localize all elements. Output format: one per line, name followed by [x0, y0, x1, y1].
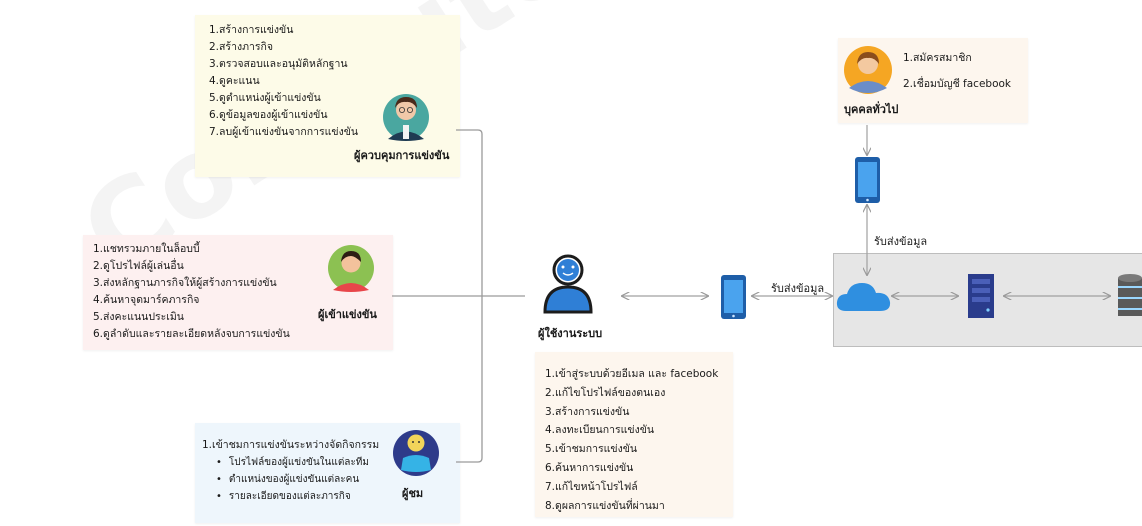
- controller-task: 3.ตรวจสอบและอนุมัติหลักฐาน: [209, 58, 348, 70]
- flow-label-public: รับส่งข้อมูล: [874, 235, 928, 248]
- system-user-task: 6.ค้นหาการแข่งขัน: [545, 461, 634, 474]
- public-task-list: 1.สมัครสมาชิก 2.เชื่อมบัญชี facebook: [903, 45, 1011, 97]
- viewer-subtask: โปรไฟล์ของผู้แข่งขันในแต่ละทีม: [216, 454, 379, 471]
- system-user-panel: [535, 352, 733, 517]
- participant-task: 5.ส่งคะแนนประเมิน: [93, 311, 184, 323]
- participant-task: 3.ส่งหลักฐานภารกิจให้ผู้สร้างการแข่งขัน: [93, 277, 277, 289]
- flow-label-user: รับส่งข้อมูล: [771, 282, 825, 295]
- public-label: บุคคลทั่วไป: [844, 103, 899, 116]
- participant-task: 4.ค้นหาจุดมาร์คภารกิจ: [93, 294, 200, 306]
- viewer-subtask: รายละเอียดของแต่ละภารกิจ: [216, 488, 379, 505]
- controller-task: 6.ดูข้อมูลของผู้เข้าแข่งขัน: [209, 109, 328, 121]
- participant-label: ผู้เข้าแข่งขัน: [318, 308, 377, 321]
- viewer-task-block: 1.เข้าชมการแข่งขันระหว่างจัดกิจกรรม โปรไ…: [202, 437, 379, 505]
- system-user-task: 8.ดูผลการแข่งขันที่ผ่านมา: [545, 499, 665, 512]
- controller-task: 4.ดูคะแนน: [209, 75, 260, 87]
- public-task: 2.เชื่อมบัญชี facebook: [903, 78, 1011, 90]
- viewer-subtask-list: โปรไฟล์ของผู้แข่งขันในแต่ละทีม ตำแหน่งขอ…: [202, 454, 379, 505]
- viewer-label: ผู้ชม: [402, 487, 424, 500]
- participant-task-list: 1.แชทรวมภายในล็อบบี้ 2.ดูโปรไฟล์ผู้เล่นอ…: [93, 241, 290, 343]
- controller-task-list: 1.สร้างการแข่งขัน 2.สร้างภารกิจ 3.ตรวจสอ…: [209, 22, 358, 141]
- controller-task: 2.สร้างภารกิจ: [209, 41, 274, 53]
- controller-task: 1.สร้างการแข่งขัน: [209, 24, 294, 36]
- participant-task: 1.แชทรวมภายในล็อบบี้: [93, 243, 200, 255]
- participant-task: 6.ดูลำดับและรายละเอียดหลังจบการแข่งขัน: [93, 328, 290, 340]
- system-user-task: 4.ลงทะเบียนการแข่งขัน: [545, 424, 655, 437]
- system-user-task-list: 1.เข้าสู่ระบบด้วยอีเมล และ facebook 2.แก…: [545, 365, 718, 515]
- system-user-label: ผู้ใช้งานระบบ: [538, 327, 603, 340]
- public-task: 1.สมัครสมาชิก: [903, 52, 972, 64]
- participant-task: 2.ดูโปรไฟล์ผู้เล่นอื่น: [93, 260, 184, 272]
- system-user-task: 1.เข้าสู่ระบบด้วยอีเมล และ facebook: [545, 368, 719, 380]
- controller-task: 7.ลบผู้เข้าแข่งขันจากการแข่งขัน: [209, 126, 359, 138]
- controller-task: 5.ดูตำแหน่งผู้เข้าแข่งขัน: [209, 92, 321, 104]
- viewer-subtask: ตำแหน่งของผู้แข่งขันแต่ละคน: [216, 471, 379, 488]
- controller-label: ผู้ควบคุมการแข่งขัน: [354, 149, 450, 162]
- system-user-task: 3.สร้างการแข่งขัน: [545, 405, 630, 418]
- system-user-task: 2.แก้ไขโปรไฟล์ของตนเอง: [545, 386, 666, 399]
- viewer-main-task: 1.เข้าชมการแข่งขันระหว่างจัดกิจกรรม: [202, 439, 380, 451]
- system-user-task: 5.เข้าชมการแข่งขัน: [545, 443, 638, 456]
- system-user-task: 7.แก้ไขหน้าโปรไฟล์: [545, 480, 638, 493]
